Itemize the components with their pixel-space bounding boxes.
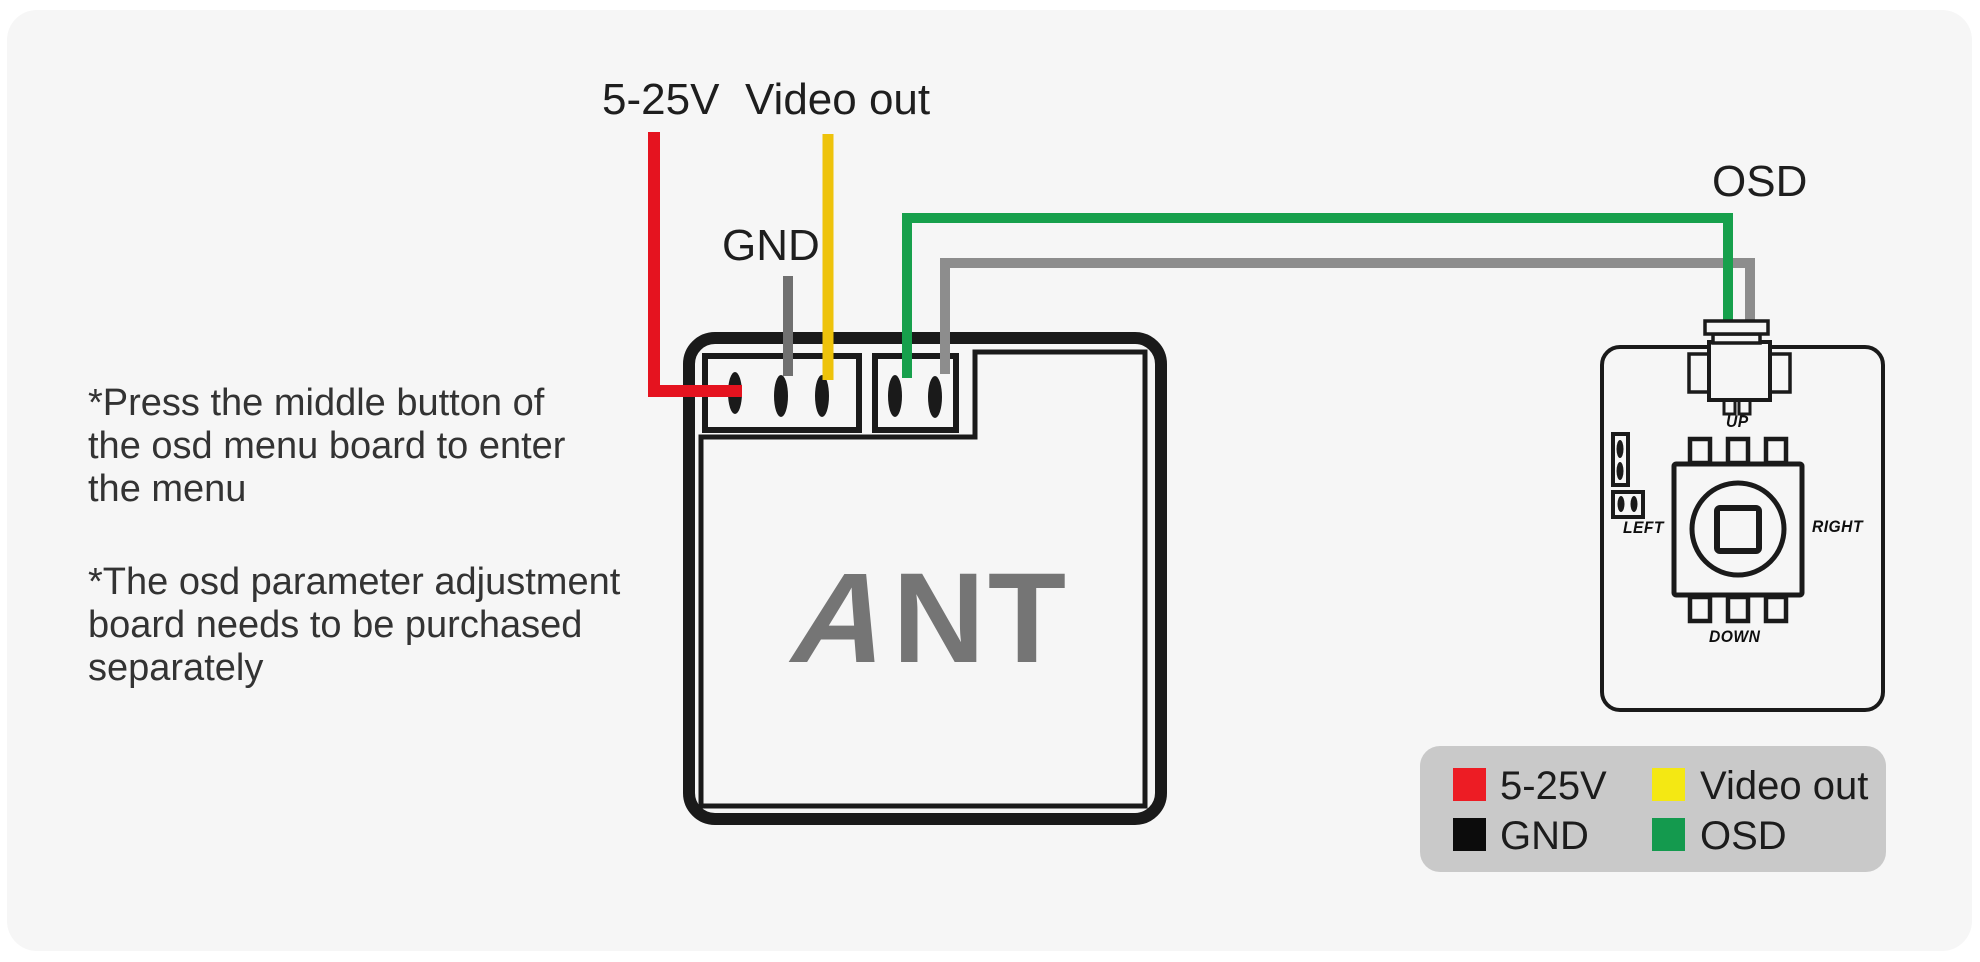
button-tab — [1725, 594, 1751, 624]
note-line: board needs to be purchased — [88, 604, 583, 646]
legend-label-video: Video out — [1700, 764, 1869, 808]
pin-headers — [1611, 432, 1645, 519]
button-tab — [1763, 594, 1789, 624]
note-line: *The osd parameter adjustment — [88, 561, 621, 603]
camera-logo: ANT — [778, 547, 1069, 690]
button-center — [1714, 505, 1762, 554]
note-line: *Press the middle button of — [88, 382, 545, 424]
label-left: LEFT — [1623, 518, 1664, 537]
button-ring — [1689, 480, 1787, 578]
button-tab — [1763, 436, 1789, 466]
wire-power — [648, 132, 742, 397]
wires — [648, 132, 1755, 397]
header-pin — [1616, 462, 1624, 480]
button-tab — [1687, 436, 1713, 466]
camera-logo-a: A — [777, 547, 912, 690]
camera — [683, 332, 1167, 825]
header-horizontal — [1611, 490, 1645, 519]
camera-inner-outline — [698, 349, 1148, 809]
note-line: separately — [88, 647, 264, 689]
label-down: DOWN — [1709, 627, 1761, 646]
five-way-button — [1671, 436, 1805, 624]
label-right: RIGHT — [1812, 517, 1863, 536]
camera-pin-osd — [888, 375, 902, 417]
header-pin — [1630, 496, 1638, 512]
wire-osd-ground — [940, 258, 1755, 374]
wire-osd — [902, 213, 1733, 378]
camera-pin-gnd — [774, 375, 788, 417]
osd-menu-board — [1600, 319, 1885, 712]
button-tab — [1687, 594, 1713, 624]
legend-label-gnd: GND — [1500, 814, 1589, 858]
legend-label-osd: OSD — [1700, 814, 1787, 858]
header-pin — [1617, 496, 1625, 512]
note-line: the menu — [88, 468, 247, 510]
note-line: the osd menu board to enter — [88, 425, 566, 467]
label-up: UP — [1726, 412, 1749, 431]
legend-label-power: 5-25V — [1500, 764, 1607, 808]
plug-wing-left — [1687, 352, 1711, 394]
legend-swatch-gnd — [1453, 818, 1486, 851]
header-pin — [1616, 440, 1624, 458]
legend-swatch-video — [1652, 768, 1685, 801]
label-power: 5-25V — [602, 75, 720, 124]
legend-swatch-osd — [1652, 818, 1685, 851]
legend-swatch-power — [1453, 768, 1486, 801]
camera-pin-video — [815, 375, 829, 417]
plug-top-bar — [1703, 319, 1770, 336]
notes-block: *Press the middle button of the osd menu… — [88, 382, 648, 690]
label-osd: OSD — [1712, 157, 1808, 206]
label-video-out: Video out — [745, 75, 931, 124]
wire-color-legend: 5-25V Video out GND OSD — [1420, 746, 1886, 872]
plug-body — [1707, 340, 1772, 402]
camera-body-outline — [683, 332, 1167, 825]
osd-plug-connector — [1687, 319, 1792, 416]
plug-wing-right — [1768, 352, 1792, 394]
button-tab — [1725, 436, 1751, 466]
camera-logo-nt: NT — [892, 547, 1070, 690]
label-gnd: GND — [722, 221, 820, 270]
camera-pin-osd-gnd — [928, 376, 942, 418]
